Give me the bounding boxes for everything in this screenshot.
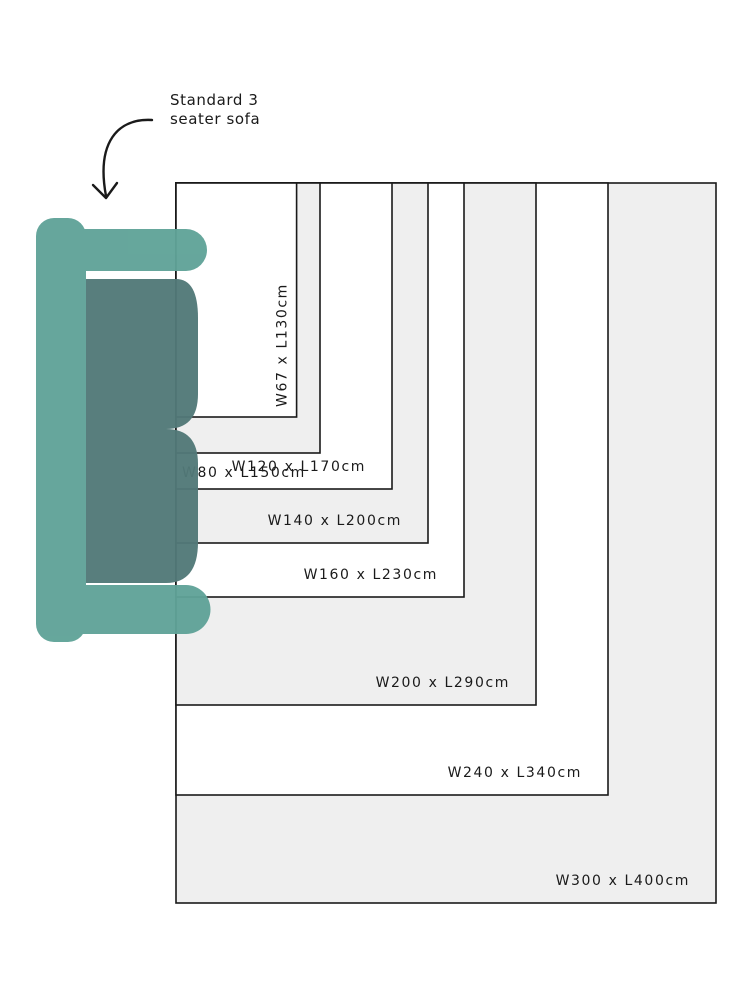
rug-size-label-w240-l340: W240 x L340cm: [448, 765, 582, 781]
sofa-back: [36, 218, 86, 642]
rug-size-label-w80-l150: W80 x L150cm: [182, 465, 306, 481]
rug-size-label-w300-l400: W300 x L400cm: [556, 873, 690, 889]
rug-size-label-w67-l130: W67 x L130cm: [275, 283, 291, 407]
sofa-arm-bottom: [60, 585, 211, 634]
rug-size-label-w160-l230: W160 x L230cm: [304, 567, 438, 583]
curved-arrow-icon: [91, 118, 154, 200]
sofa-arm-top: [60, 229, 207, 271]
sofa-caption-line-2: seater sofa: [170, 110, 260, 128]
rug-size-label-w120-l170: W120 x L170cm: [232, 459, 366, 475]
sofa-caption-line-1: Standard 3: [170, 91, 259, 109]
rug-size-group: W300 x L400cm W240 x L340cm W200 x L290cm W…: [175, 182, 717, 904]
sofa-seat-cushion-top: [86, 279, 198, 429]
rug-size-label-w200-l290: W200 x L290cm: [376, 675, 510, 691]
sofa-seat-cushion-bottom: [86, 429, 198, 583]
sofa-shape: [36, 218, 211, 642]
rug-size-label-w140-l200: W140 x L200cm: [268, 513, 402, 529]
